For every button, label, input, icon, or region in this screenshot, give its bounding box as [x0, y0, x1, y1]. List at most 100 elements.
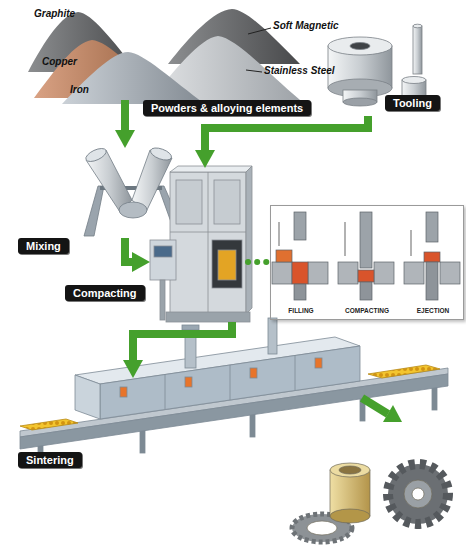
- sintering-furnace: [165, 374, 166, 409]
- material-label: Graphite: [34, 8, 75, 19]
- dotted-link: [248, 259, 270, 265]
- flow-arrow: [125, 238, 132, 262]
- stage-label: Powders & alloying elements: [143, 100, 311, 116]
- process-stage: Compacting: [150, 168, 248, 322]
- material-label: Stainless Steel: [264, 65, 335, 76]
- press-cycle-illustration: [426, 262, 438, 300]
- compacting-press: [154, 246, 172, 257]
- press-cycle-illustration: [345, 222, 346, 256]
- press-cycle-illustration: [424, 252, 440, 262]
- sintering-furnace: [20, 318, 448, 468]
- sintering-furnace: [250, 368, 257, 378]
- compacting-press: [246, 166, 252, 314]
- press-cycle-illustration: [358, 270, 374, 282]
- finished-parts: [412, 488, 424, 500]
- sintering-furnace: [120, 387, 127, 397]
- material-label: Copper: [42, 56, 77, 67]
- compacting-press: [218, 250, 236, 280]
- finished-parts: [330, 463, 370, 477]
- stage-label: Mixing: [18, 238, 69, 254]
- press-cycle-illustration: [272, 262, 292, 284]
- sintering-furnace: [20, 419, 78, 430]
- tooling-die: [328, 37, 392, 55]
- finished-parts: [388, 464, 448, 524]
- press-cycle-illustration: [292, 262, 308, 284]
- press-cycle-illustration: [404, 262, 424, 284]
- sintering-furnace: [315, 358, 322, 368]
- flow-arrow: [362, 398, 388, 414]
- compacting-press: [170, 232, 246, 233]
- step-label: FILLING: [288, 307, 313, 314]
- sintering-furnace: [268, 318, 277, 354]
- press-cycle-illustration: [294, 212, 306, 240]
- tooling-die: [413, 24, 422, 28]
- flow-arrow: [133, 322, 232, 360]
- compacting-press: [150, 240, 176, 280]
- press-cycle-illustration: [308, 262, 328, 284]
- sintering-furnace: [75, 375, 100, 419]
- compacting-press: [212, 240, 242, 288]
- v-blender: [84, 146, 108, 164]
- sintering-furnace: [182, 325, 199, 330]
- leader-line: [248, 28, 271, 34]
- press-cycle-illustration: [374, 262, 394, 284]
- stage-label: Compacting: [65, 285, 145, 301]
- finished-parts: [307, 521, 337, 535]
- press-cycle-illustration: [411, 230, 412, 256]
- tooling-die: [328, 24, 426, 106]
- press-cycle-illustration: [360, 212, 372, 268]
- compacting-press: [214, 180, 240, 224]
- leader-line: [246, 70, 262, 72]
- process-stage: Tooling: [322, 18, 444, 116]
- flow-arrow: [121, 100, 129, 130]
- step-label: EJECTION: [417, 307, 450, 314]
- press-cycle-illustration: [360, 282, 372, 300]
- v-blender: [84, 186, 104, 236]
- tooling-die: [343, 98, 377, 106]
- sintering-furnace: [230, 365, 231, 400]
- compacting-press: [208, 172, 209, 312]
- press-cycle-illustration: [279, 222, 280, 246]
- compacting-press: [176, 180, 202, 224]
- powder-pile: [28, 9, 300, 104]
- compacting-press: [150, 166, 252, 322]
- material-label: Iron: [70, 84, 89, 95]
- press-cycle-illustration: [294, 284, 306, 300]
- compacting-press: [160, 280, 165, 320]
- tooling-die: [402, 77, 426, 84]
- tooling-die: [350, 43, 370, 50]
- v-blender: [119, 202, 147, 218]
- finished-parts: [339, 466, 361, 474]
- press-cycle-illustration: [440, 262, 460, 284]
- process-stage: Mixing: [78, 148, 182, 238]
- powder-pile: [62, 52, 205, 104]
- press-cycle-illustration: [338, 262, 358, 284]
- stage-label: Sintering: [18, 452, 82, 468]
- process-stage: Sintering: [25, 378, 445, 478]
- v-blender: [149, 146, 173, 163]
- material-label: Soft Magnetic: [273, 20, 339, 31]
- flow-arrow: [205, 116, 368, 150]
- press-cycle-illustration: [276, 250, 292, 262]
- sintering-furnace: [295, 355, 296, 390]
- finished-parts: [330, 509, 370, 523]
- stage-label: Tooling: [385, 95, 440, 111]
- process-steps-panel: FILLINGCOMPACTINGEJECTION: [270, 205, 464, 320]
- compacting-press: [166, 312, 250, 322]
- flow-arrow: [383, 405, 402, 422]
- finished-parts: [292, 463, 448, 542]
- finished-parts: [404, 480, 432, 508]
- sintering-furnace: [368, 365, 440, 378]
- sintering-furnace: [185, 377, 192, 387]
- sintering-furnace: [100, 346, 360, 419]
- press-cycle-illustration: [272, 212, 460, 300]
- press-cycle-illustration: [426, 212, 438, 242]
- compacting-press: [170, 172, 246, 314]
- flow-arrow: [362, 398, 402, 422]
- compacting-press: [170, 166, 252, 172]
